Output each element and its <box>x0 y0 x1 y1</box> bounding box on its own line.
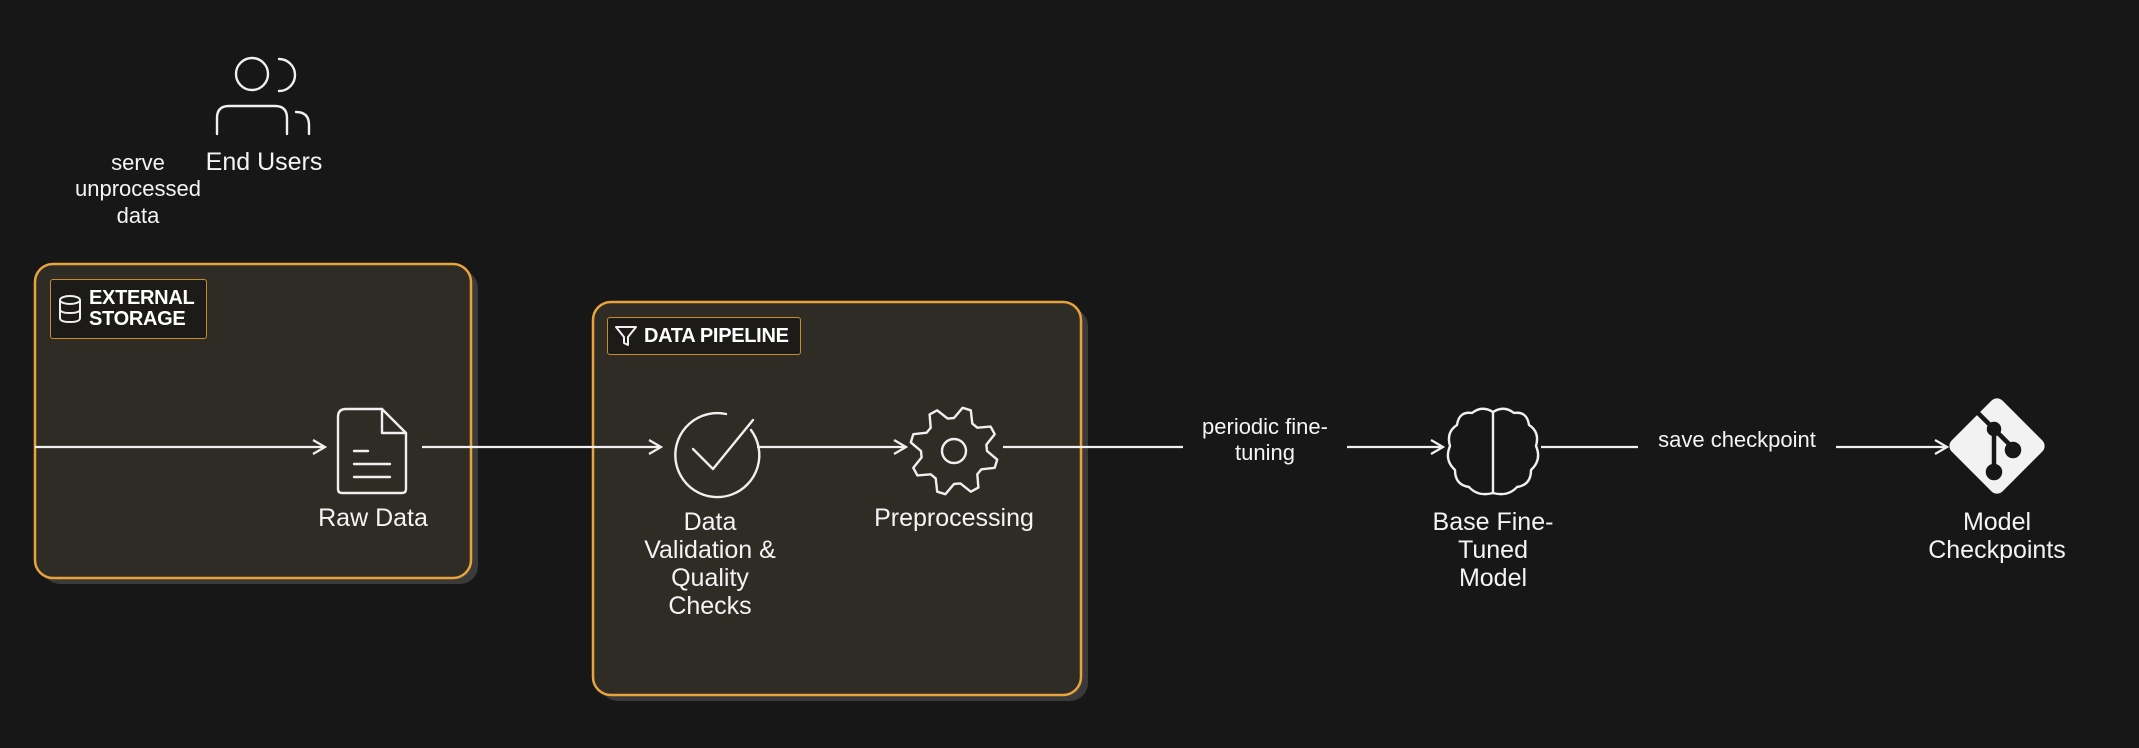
finetune-edge-label: periodic fine- tuning <box>1183 414 1347 467</box>
gear-icon <box>909 406 999 496</box>
checkpoints-label: Model Checkpoints <box>1928 508 2066 564</box>
document-icon <box>336 407 408 495</box>
save-checkpoint-edge-label: save checkpoint <box>1638 427 1836 454</box>
validation-label: Data Validation & Quality Checks <box>644 508 776 620</box>
data-pipeline-badge: DATA PIPELINE <box>607 317 801 355</box>
preprocessing-label: Preprocessing <box>874 504 1034 532</box>
raw-data-label: Raw Data <box>318 504 428 532</box>
users-icon <box>215 56 311 136</box>
database-icon <box>59 295 81 324</box>
funnel-icon <box>615 326 637 346</box>
external-storage-badge: EXTERNAL STORAGE <box>50 279 207 339</box>
end-users-label: End Users <box>205 148 323 176</box>
external-storage-label-line1: EXTERNAL <box>89 287 195 309</box>
check-circle-icon <box>674 411 761 499</box>
data-pipeline-label: DATA PIPELINE <box>644 324 789 347</box>
external-storage-label-line2: STORAGE <box>89 308 186 330</box>
data-pipeline-group <box>591 300 1088 701</box>
serve-edge-label: serve unprocessed data <box>75 150 201 228</box>
brain-icon <box>1446 407 1540 496</box>
base-model-label: Base Fine- Tuned Model <box>1432 508 1554 592</box>
git-branch-icon <box>1949 398 2045 494</box>
external-storage-group <box>33 262 478 584</box>
